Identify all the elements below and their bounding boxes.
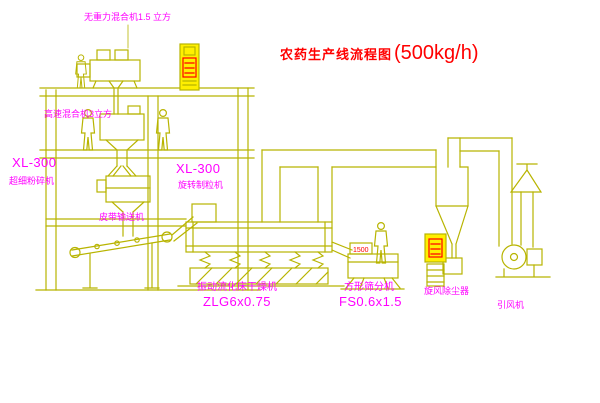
diagram-title: 农药生产线流程图 (500kg/h) <box>280 42 479 65</box>
label-sieve-name: 方形筛分机 <box>344 282 394 293</box>
fluid-bed-dryer <box>177 203 353 287</box>
control-cabinet-lower <box>424 233 447 287</box>
label-granulator-model: XL-300 <box>176 161 221 176</box>
square-sieve <box>340 242 405 290</box>
label-belt-conveyor: 皮带输送机 <box>99 212 145 222</box>
induced-draft-fan <box>495 137 551 278</box>
label-dryer-model: ZLG6x0.75 <box>203 294 271 309</box>
cyclone-separator <box>435 137 513 275</box>
exhaust-duct <box>261 149 437 223</box>
cabinet-display <box>428 238 443 258</box>
label-fan: 引风机 <box>497 300 525 310</box>
rotary-granulator <box>96 175 151 237</box>
label-granulator-name: 旋转制粒机 <box>178 180 224 190</box>
label-zero-gravity-mixer: 无重力混合机1.5 立方 <box>84 12 172 22</box>
control-cabinet-upper <box>179 43 200 91</box>
title-text: 农药生产线流程图 <box>280 47 393 62</box>
building-frame <box>35 87 261 291</box>
sieve-dimension-text: 1500 <box>353 247 369 254</box>
high-speed-mixer <box>99 105 145 177</box>
label-high-speed-mixer: 高速混合机3立方 <box>44 109 113 119</box>
stack-rain-cap <box>509 168 543 193</box>
label-sieve-model: FS0.6x1.5 <box>339 294 402 309</box>
label-cyclone: 旋风除尘器 <box>424 286 470 296</box>
person-figure <box>373 222 389 264</box>
label-mill-model: XL-300 <box>12 155 57 170</box>
title-capacity: (500kg/h) <box>394 42 479 64</box>
belt-conveyor <box>69 216 198 289</box>
cabinet-display <box>182 57 197 78</box>
zero-gravity-mixer <box>76 49 141 115</box>
label-dryer-name: 振动流化床干燥机 <box>197 282 277 293</box>
label-mill-name: 超细粉碎机 <box>9 176 55 186</box>
